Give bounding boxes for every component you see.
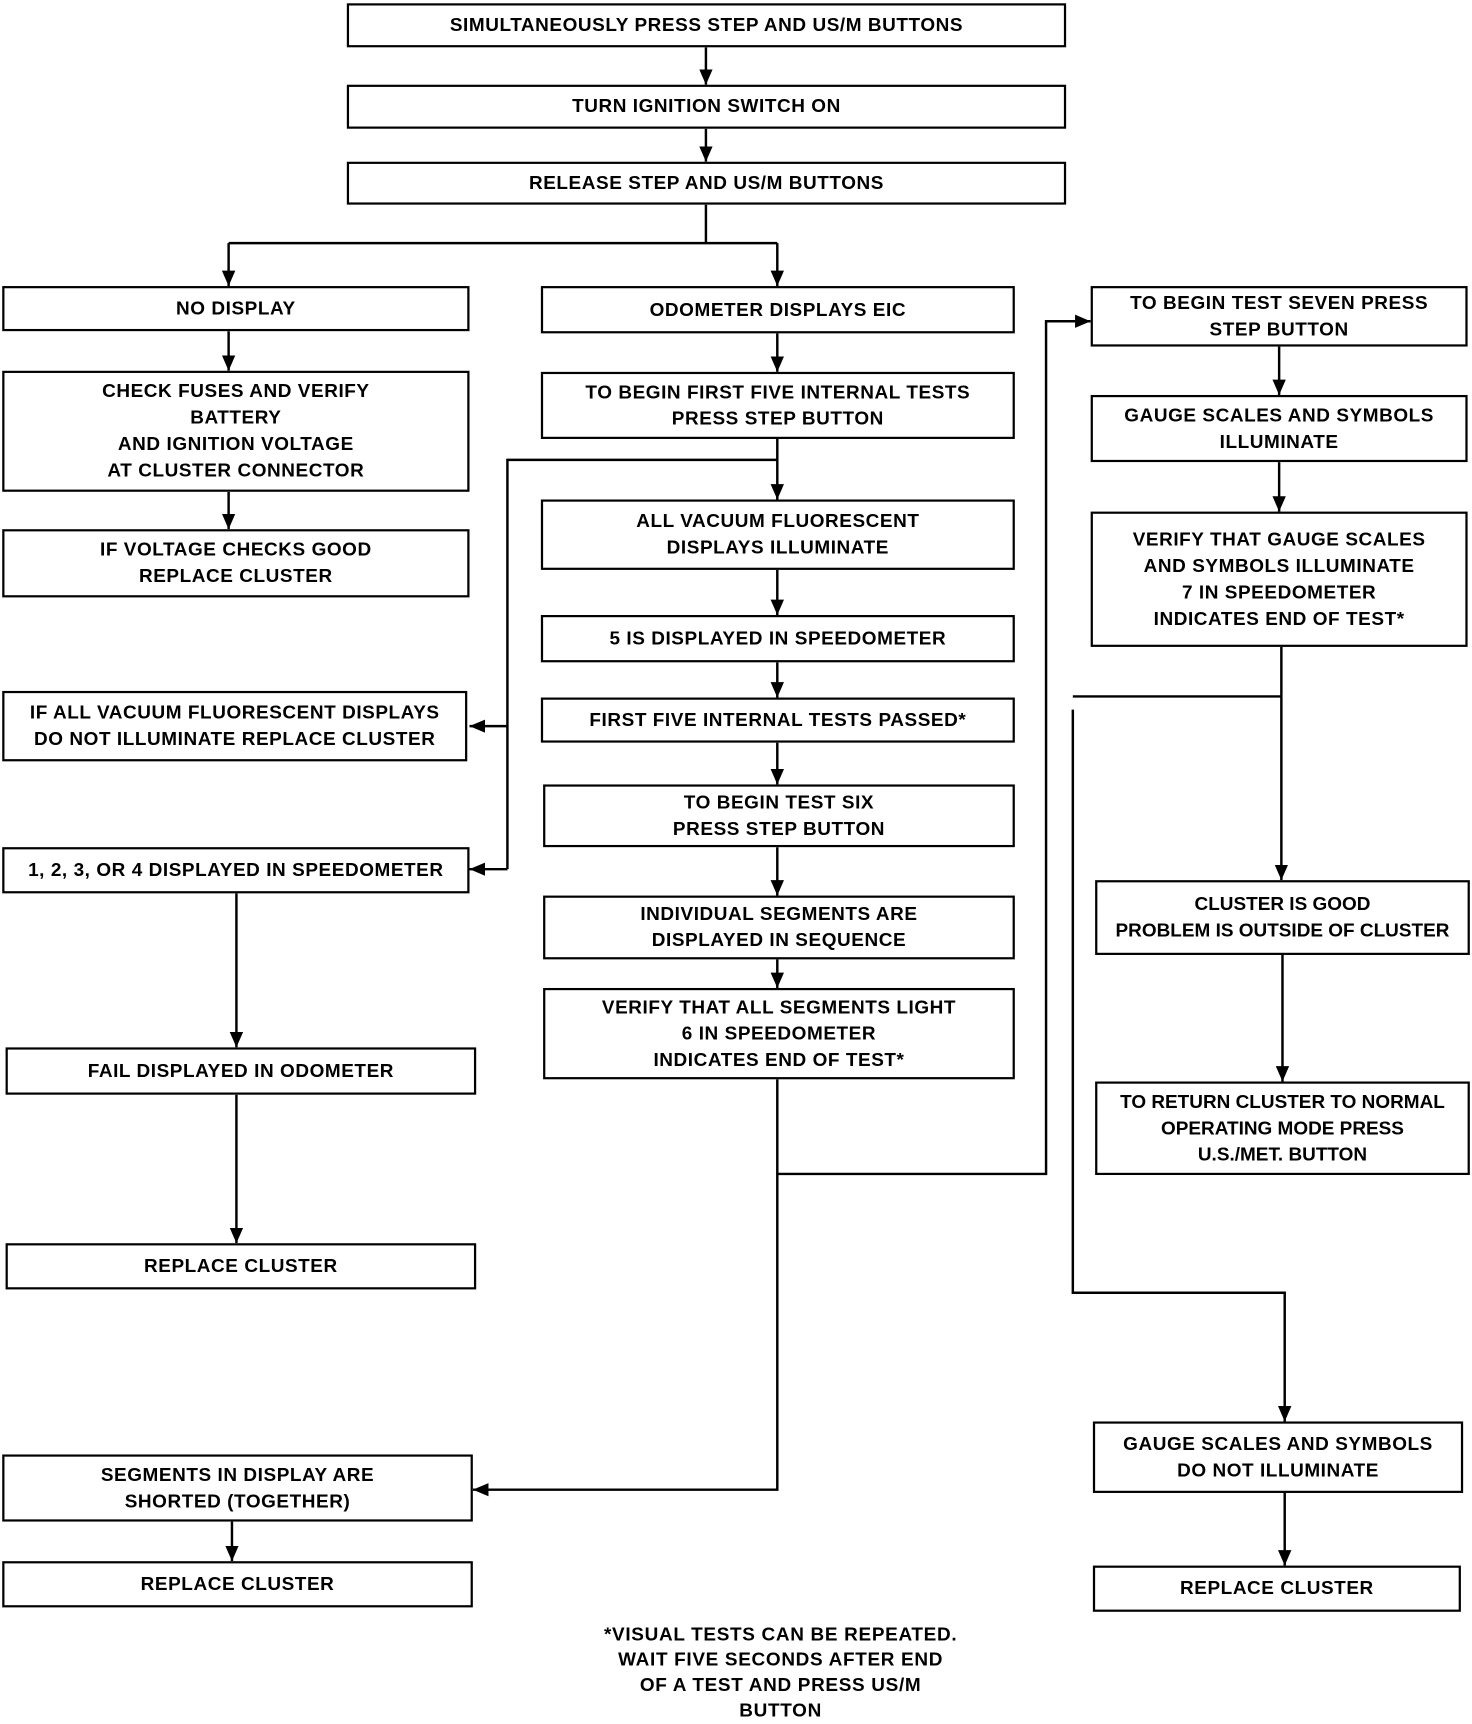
box-text: CHECK FUSES AND VERIFY [102, 380, 370, 402]
box-text: IF ALL VACUUM FLUORESCENT DISPLAYS [29, 701, 440, 723]
box-text: RELEASE STEP AND US/M BUTTONS [528, 172, 884, 194]
box-text: NO DISPLAY [176, 297, 296, 319]
result-first-five-tests-passed: FIRST FIVE INTERNAL TESTS PASSED* [540, 697, 1015, 743]
box-text: TO BEGIN TEST SEVEN PRESS [1130, 292, 1429, 314]
footnote-line: OF A TEST AND PRESS US/M [639, 1674, 922, 1696]
step-check-fuses: CHECK FUSES AND VERIFY BATTERY AND IGNIT… [2, 370, 470, 492]
box-text: FAIL DISPLAYED IN ODOMETER [87, 1060, 395, 1081]
step-begin-first-five-tests: TO BEGIN FIRST FIVE INTERNAL TESTS PRESS… [540, 371, 1015, 439]
connector [506, 458, 778, 870]
result-gauge-scales-illuminate: GAUGE SCALES AND SYMBOLS ILLUMINATE [1090, 394, 1468, 463]
box-text: GAUGE SCALES AND SYMBOLS [1124, 404, 1434, 426]
box-text: PRESS STEP BUTTON [671, 407, 884, 429]
step-return-to-normal-mode: TO RETURN CLUSTER TO NORMAL OPERATING MO… [1095, 1081, 1470, 1176]
box-text: DO NOT ILLUMINATE [1177, 1459, 1379, 1481]
box-text: DISPLAYS ILLUMINATE [666, 536, 890, 558]
box-text: INDICATES END OF TEST* [1153, 607, 1405, 629]
footnote-line: *VISUAL TESTS CAN BE REPEATED. [603, 1623, 958, 1645]
result-vf-displays-illuminate: ALL VACUUM FLUORESCENT DISPLAYS ILLUMINA… [540, 499, 1015, 570]
footnote: *VISUAL TESTS CAN BE REPEATED. WAIT FIVE… [546, 1622, 1014, 1723]
action-replace-cluster: REPLACE CLUSTER [5, 1243, 477, 1290]
box-text: AT CLUSTER CONNECTOR [107, 459, 365, 481]
box-text: CLUSTER IS GOOD [1194, 893, 1371, 915]
box-text: 6 IN SPEEDOMETER [681, 1022, 877, 1044]
box-text: FIRST FIVE INTERNAL TESTS PASSED* [589, 709, 967, 730]
box-text: TURN IGNITION SWITCH ON [572, 95, 841, 117]
result-gauge-scales-not-illuminate: GAUGE SCALES AND SYMBOLS DO NOT ILLUMINA… [1092, 1421, 1464, 1493]
box-text: PRESS STEP BUTTON [672, 817, 886, 839]
box-text: REPLACE CLUSTER [140, 1573, 335, 1595]
box-text: ODOMETER DISPLAYS EIC [649, 298, 907, 320]
box-text: PROBLEM IS OUTSIDE OF CLUSTER [1115, 919, 1450, 941]
box-text: BATTERY [190, 407, 282, 428]
action-replace-cluster: REPLACE CLUSTER [1092, 1565, 1461, 1612]
step-press-step-and-usm-buttons: SIMULTANEOUSLY PRESS STEP AND US/M BUTTO… [346, 3, 1067, 48]
step-begin-test-seven: TO BEGIN TEST SEVEN PRESS STEP BUTTON [1090, 286, 1468, 347]
step-begin-test-six: TO BEGIN TEST SIX PRESS STEP BUTTON [543, 784, 1015, 848]
box-text: SIMULTANEOUSLY PRESS STEP AND US/M BUTTO… [449, 14, 964, 36]
box-text: TO BEGIN FIRST FIVE INTERNAL TESTS [585, 381, 971, 403]
connector [777, 314, 1091, 1176]
result-cluster-is-good: CLUSTER IS GOOD PROBLEM IS OUTSIDE OF CL… [1095, 880, 1470, 955]
box-text: REPLACE CLUSTER [1180, 1577, 1374, 1599]
result-5-displayed: 5 IS DISPLAYED IN SPEEDOMETER [540, 615, 1015, 663]
footnote-line: BUTTON [739, 1699, 822, 1721]
result-segments-in-sequence: INDIVIDUAL SEGMENTS ARE DISPLAYED IN SEQ… [543, 895, 1015, 960]
result-odometer-displays-eic: ODOMETER DISPLAYS EIC [540, 286, 1015, 334]
box-text: VERIFY THAT ALL SEGMENTS LIGHT [601, 996, 957, 1018]
box-text: DO NOT ILLUMINATE REPLACE CLUSTER [34, 728, 436, 750]
box-text: 1, 2, 3, OR 4 DISPLAYED IN SPEEDOMETER [28, 859, 444, 881]
box-text: SEGMENTS IN DISPLAY ARE [100, 1463, 375, 1485]
step-turn-ignition-on: TURN IGNITION SWITCH ON [346, 84, 1067, 129]
connector [472, 1079, 779, 1497]
result-1-to-4-displayed: 1, 2, 3, OR 4 DISPLAYED IN SPEEDOMETER [2, 847, 470, 894]
box-text: 7 IN SPEEDOMETER [1181, 581, 1377, 603]
footnote-line: WAIT FIVE SECONDS AFTER END [618, 1649, 944, 1671]
box-text: STEP BUTTON [1209, 318, 1349, 340]
step-voltage-good-replace-cluster: IF VOLTAGE CHECKS GOOD REPLACE CLUSTER [2, 529, 470, 598]
step-verify-gauge-scales: VERIFY THAT GAUGE SCALES AND SYMBOLS ILL… [1090, 511, 1468, 647]
box-text: INDICATES END OF TEST* [653, 1049, 905, 1070]
box-text: OPERATING MODE PRESS [1160, 1117, 1404, 1139]
box-text: DISPLAYED IN SEQUENCE [651, 929, 907, 951]
box-text: TO RETURN CLUSTER TO NORMAL [1120, 1090, 1445, 1112]
result-no-display: NO DISPLAY [2, 286, 470, 332]
step-release-buttons: RELEASE STEP AND US/M BUTTONS [346, 161, 1067, 205]
box-text: GAUGE SCALES AND SYMBOLS [1123, 1433, 1433, 1454]
box-text: 5 IS DISPLAYED IN SPEEDOMETER [609, 627, 947, 649]
box-text: SHORTED (TOGETHER) [124, 1490, 351, 1512]
box-text: REPLACE CLUSTER [144, 1255, 338, 1277]
box-text: AND IGNITION VOLTAGE [117, 433, 354, 455]
box-text: INDIVIDUAL SEGMENTS ARE [640, 903, 918, 925]
step-verify-all-segments-light: VERIFY THAT ALL SEGMENTS LIGHT 6 IN SPEE… [543, 987, 1015, 1080]
box-text: U.S./MET. BUTTON [1197, 1143, 1368, 1165]
box-text: ALL VACUUM FLUORESCENT [636, 510, 920, 532]
box-text: TO BEGIN TEST SIX [683, 791, 875, 813]
box-text: VERIFY THAT GAUGE SCALES [1132, 528, 1426, 550]
box-text: REPLACE CLUSTER [138, 565, 333, 587]
result-fail-displayed: FAIL DISPLAYED IN ODOMETER [5, 1047, 477, 1095]
result-segments-shorted: SEGMENTS IN DISPLAY ARE SHORTED (TOGETHE… [2, 1454, 473, 1522]
box-text: AND SYMBOLS ILLUMINATE [1143, 555, 1415, 576]
action-replace-cluster: REPLACE CLUSTER [2, 1561, 473, 1608]
box-text: IF VOLTAGE CHECKS GOOD [100, 539, 372, 561]
result-vf-displays-not-illuminate: IF ALL VACUUM FLUORESCENT DISPLAYS DO NO… [2, 690, 468, 762]
connector [1071, 709, 1292, 1422]
box-text: ILLUMINATE [1219, 430, 1339, 452]
